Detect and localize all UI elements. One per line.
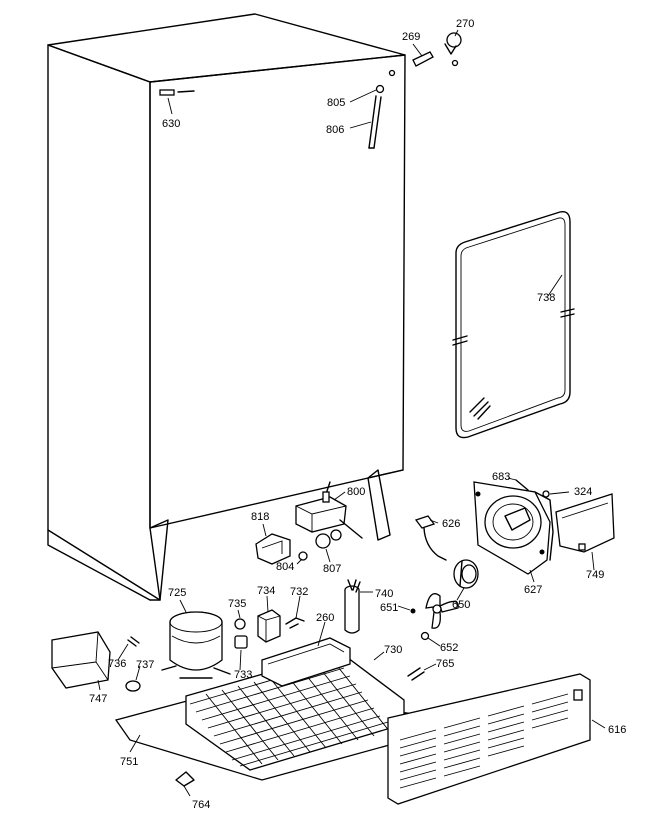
label-269: 269 (402, 31, 420, 43)
label-725: 725 (168, 587, 186, 599)
label-650: 650 (452, 599, 470, 611)
compressor-725 (161, 611, 231, 679)
screw-765 (407, 667, 425, 681)
label-736: 736 (108, 658, 126, 670)
clip-764 (175, 771, 195, 787)
label-735: 735 (228, 598, 246, 610)
screw-683 (515, 479, 529, 491)
part-labels: 269 270 805 806 630 738 683 324 800 818 … (89, 18, 626, 811)
label-616: 616 (608, 724, 626, 736)
label-652: 652 (440, 642, 458, 654)
label-630: 630 (162, 118, 180, 130)
tube-806 (368, 84, 385, 149)
fan-housing-627 (473, 481, 554, 575)
bumper-735 (234, 618, 246, 630)
label-270: 270 (456, 18, 474, 30)
label-807: 807 (323, 563, 341, 575)
label-260: 260 (316, 612, 334, 624)
label-806: 806 (326, 124, 344, 136)
label-734: 734 (257, 585, 275, 597)
relay-740 (344, 579, 361, 634)
label-800: 800 (347, 486, 365, 498)
label-738: 738 (537, 292, 555, 304)
cover-747 (51, 631, 111, 689)
label-740: 740 (375, 588, 393, 600)
cord-626 (414, 515, 447, 561)
label-804: 804 (276, 561, 294, 573)
screw-324 (542, 490, 550, 498)
clip-732 (285, 617, 305, 629)
fan-motor-650 (453, 559, 479, 589)
nut-652 (420, 631, 430, 641)
plug-269 (412, 51, 434, 67)
label-765: 765 (436, 658, 454, 670)
label-626: 626 (442, 518, 460, 530)
label-749: 749 (586, 569, 604, 581)
label-747: 747 (89, 693, 107, 705)
fan-blade-651 (425, 593, 459, 629)
label-818: 818 (251, 511, 269, 523)
gasket-738 (452, 211, 575, 439)
bracket-818 (255, 533, 291, 565)
label-730: 730 (384, 644, 402, 656)
label-805: 805 (327, 97, 345, 109)
overload-733 (234, 635, 248, 649)
drain-pan-260 (261, 637, 351, 687)
cover-749 (555, 493, 615, 553)
label-751: 751 (120, 756, 138, 768)
screw-736 (127, 636, 140, 647)
label-683: 683 (492, 471, 510, 483)
label-764: 764 (192, 799, 210, 811)
label-733: 733 (234, 669, 252, 681)
washer-651 (410, 608, 416, 614)
label-627: 627 (524, 584, 542, 596)
label-324: 324 (574, 486, 592, 498)
cabinet (47, 13, 406, 601)
water-valve-800 (295, 481, 363, 549)
grille-616 (387, 673, 591, 805)
relay-734 (257, 609, 281, 643)
leader-lines (97, 29, 606, 797)
label-732: 732 (290, 586, 308, 598)
label-651: 651 (380, 602, 398, 614)
grommet-804 (298, 551, 308, 561)
label-737: 737 (136, 659, 154, 671)
grommet-737 (125, 680, 141, 692)
cap-270 (444, 32, 462, 67)
